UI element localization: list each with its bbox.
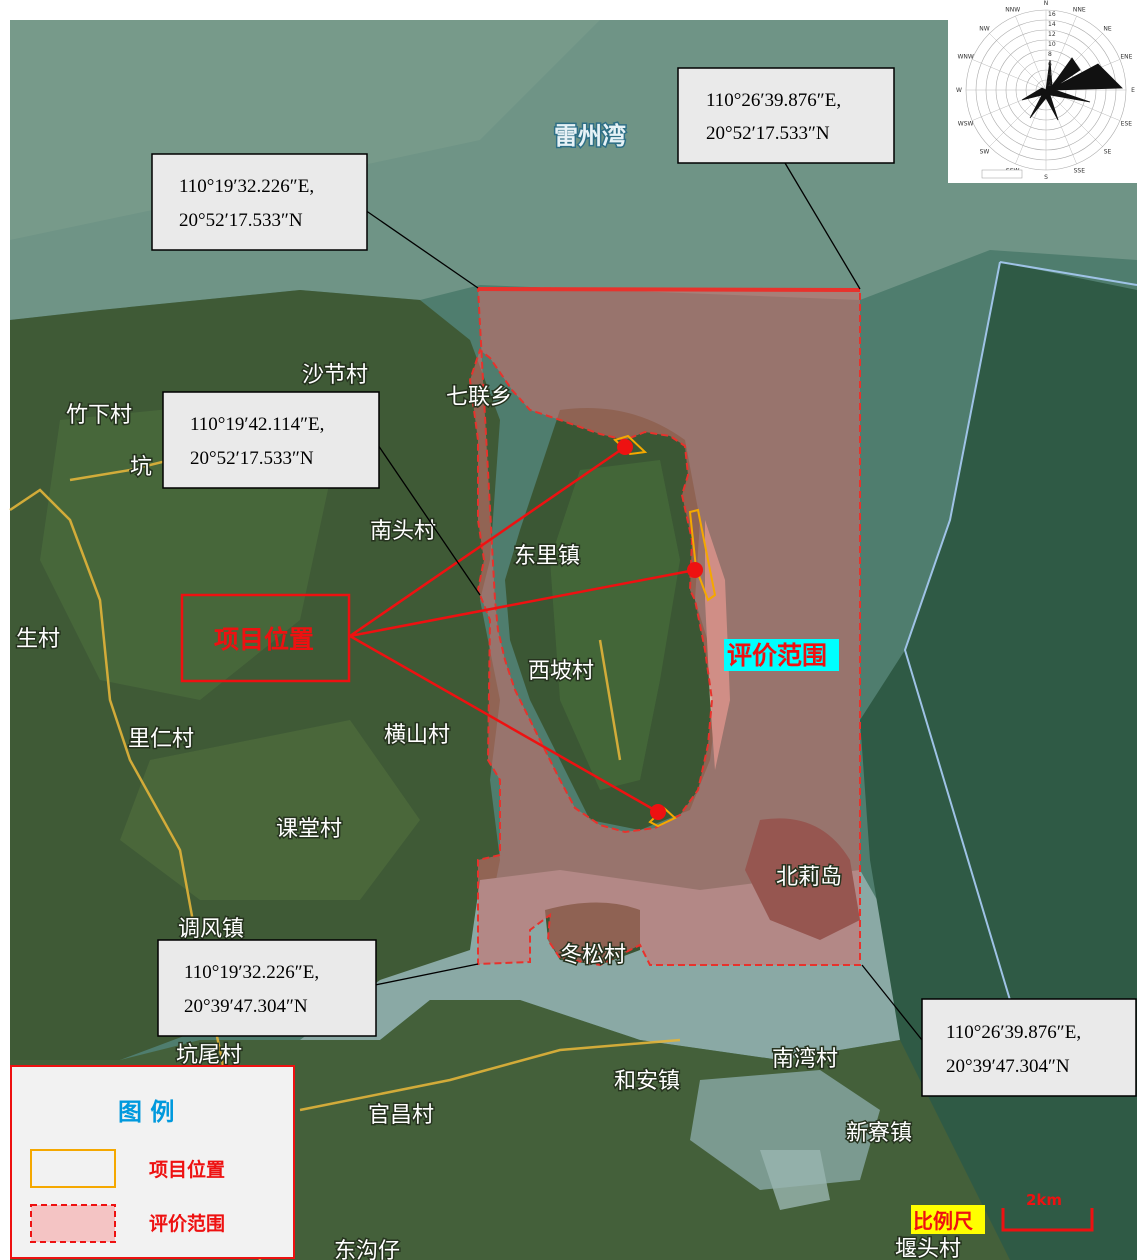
place-label: 课堂村 xyxy=(276,817,342,842)
project-pointer: 项目位置 xyxy=(180,439,703,820)
scale-bar: 比例尺 2km xyxy=(911,1191,1094,1234)
coordinate-nw-box: 110°19′32.226″E, 20°52′17.533″N xyxy=(151,153,368,251)
eval-range-label: 评价范围 xyxy=(724,639,839,671)
place-label: 南头村 xyxy=(370,519,436,544)
place-label: 东沟仔 xyxy=(334,1239,400,1260)
wind-rose-spoke xyxy=(1015,15,1047,91)
place-label: 生村 xyxy=(16,627,60,652)
place-label: 东里镇 xyxy=(514,544,580,569)
legend: 图 例 项目位置 评价范围 xyxy=(10,1065,295,1259)
wind-rose-ring-label: 14 xyxy=(1048,21,1056,28)
svg-text:110°19′42.114″E,: 110°19′42.114″E, xyxy=(190,414,324,435)
evaluation-range-area xyxy=(468,286,861,967)
svg-text:20°52′17.533″N: 20°52′17.533″N xyxy=(706,123,830,144)
wind-rose-direction-label: SSE xyxy=(1074,167,1086,174)
place-label: 调风镇 xyxy=(178,917,244,942)
svg-text:110°26′39.876″E,: 110°26′39.876″E, xyxy=(706,90,841,111)
coordinate-sw-box: 110°19′32.226″E, 20°39′47.304″N xyxy=(157,939,377,1037)
wind-rose-shape xyxy=(1021,57,1123,121)
sea-name: 雷州湾 xyxy=(554,122,626,150)
wind-rose-direction-label: SW xyxy=(980,149,990,156)
wind-rose-ring-label: 2 xyxy=(1048,81,1052,88)
place-label: 坑尾村 xyxy=(176,1043,242,1068)
wind-rose-direction-label: E xyxy=(1131,87,1135,94)
svg-text:评价范围: 评价范围 xyxy=(727,641,827,670)
place-labels: 雷州湾 沙节村 七联乡 竹下村 坑 南头村 东里镇 生村 西坡村 里仁村 横山村… xyxy=(15,121,963,1260)
place-label: 南湾村 xyxy=(772,1047,838,1072)
wind-rose-direction-label: WSW xyxy=(958,120,974,127)
project-label-box xyxy=(180,593,351,683)
svg-text:110°19′32.226″E,: 110°19′32.226″E, xyxy=(184,962,319,983)
project-point-south xyxy=(650,804,666,820)
place-label: 官昌村 xyxy=(368,1103,434,1128)
svg-text:110°26′39.876″E,: 110°26′39.876″E, xyxy=(946,1022,1081,1043)
wind-rose-ring-label: 10 xyxy=(1048,41,1056,48)
legend-eval-swatch xyxy=(30,1204,116,1243)
wind-rose-spoke xyxy=(1045,89,1103,147)
evaluation-range-north-edge xyxy=(477,287,861,292)
coordinate-leaders xyxy=(364,162,923,1041)
wind-rose-spoke xyxy=(989,33,1047,91)
wind-rose-spoke xyxy=(971,59,1047,91)
place-label: 和安镇 xyxy=(614,1069,680,1094)
legend-eval-label: 评价范围 xyxy=(149,1212,225,1235)
place-label: 冬松村 xyxy=(560,943,626,968)
place-label: 坑 xyxy=(130,455,152,480)
legend-project-label: 项目位置 xyxy=(149,1158,225,1181)
wind-rose-direction-label: ENE xyxy=(1120,54,1132,61)
wind-rose-direction-label: ESE xyxy=(1121,120,1133,127)
scale-label: 比例尺 xyxy=(913,1209,973,1233)
place-label: 新寮镇 xyxy=(846,1121,912,1146)
svg-text:20°52′17.533″N: 20°52′17.533″N xyxy=(179,210,303,231)
wind-rose-direction-label: SE xyxy=(1104,149,1112,156)
svg-text:110°19′32.226″E,: 110°19′32.226″E, xyxy=(179,176,314,197)
project-label: 项目位置 xyxy=(214,625,314,654)
legend-title: 图 例 xyxy=(118,1098,174,1126)
project-point-north xyxy=(617,439,633,455)
wind-rose: NNNENEENEEESESESSESSSWSWWSWWWNWNWNNW 161… xyxy=(948,0,1137,183)
wind-rose-direction-label: W xyxy=(956,87,962,94)
place-label: 沙节村 xyxy=(302,363,368,388)
wind-rose-direction-label: NNW xyxy=(1005,7,1020,14)
evaluation-range xyxy=(468,286,861,967)
legend-project-swatch xyxy=(30,1149,116,1188)
svg-text:20°39′47.304″N: 20°39′47.304″N xyxy=(946,1056,1070,1077)
coordinate-se-box: 110°26′39.876″E, 20°39′47.304″N xyxy=(921,998,1137,1097)
wind-rose-direction-label: S xyxy=(1044,174,1048,181)
svg-text:20°39′47.304″N: 20°39′47.304″N xyxy=(184,996,308,1017)
wind-rose-spoke xyxy=(989,89,1047,147)
wind-rose-ring-label: 4 xyxy=(1048,71,1052,78)
place-label: 竹下村 xyxy=(66,403,132,428)
place-label: 七联乡 xyxy=(446,385,512,410)
place-label: 西坡村 xyxy=(528,659,594,684)
wind-rose-ring-label: 8 xyxy=(1048,51,1052,58)
wind-rose-ring-label: 16 xyxy=(1048,11,1056,18)
scale-value: 2km xyxy=(1026,1191,1062,1209)
place-label: 堰头村 xyxy=(895,1237,961,1260)
project-point-east xyxy=(687,562,703,578)
wind-rose-ring-label: 6 xyxy=(1048,61,1052,68)
place-label: 里仁村 xyxy=(128,727,194,752)
place-label: 北莉岛 xyxy=(776,865,842,890)
coordinate-ne-box: 110°26′39.876″E, 20°52′17.533″N xyxy=(677,67,895,164)
svg-text:20°52′17.533″N: 20°52′17.533″N xyxy=(190,448,314,469)
coordinate-project-box: 110°19′42.114″E, 20°52′17.533″N xyxy=(162,391,380,489)
wind-rose-direction-label: NW xyxy=(979,25,989,32)
place-label: 横山村 xyxy=(384,723,450,748)
wind-rose-direction-label: NNE xyxy=(1073,7,1086,14)
wind-rose-direction-label: WNW xyxy=(957,54,973,61)
wind-rose-direction-label: NE xyxy=(1103,25,1111,32)
wind-rose-ring-label: 12 xyxy=(1048,31,1056,38)
wind-rose-direction-label: N xyxy=(1044,0,1049,7)
